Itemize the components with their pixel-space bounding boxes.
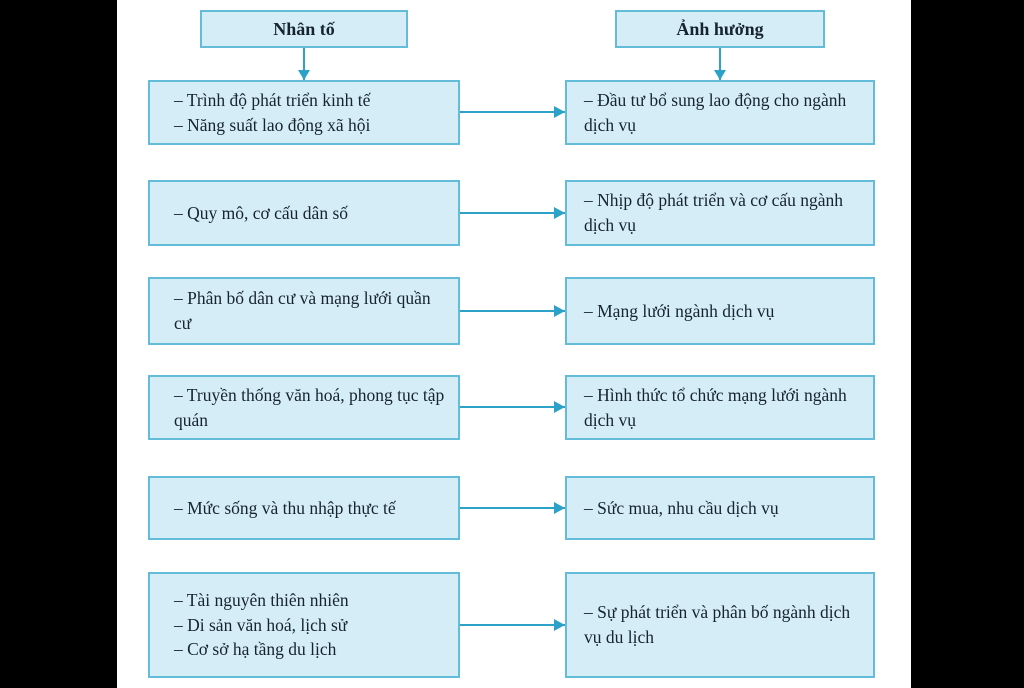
arrow-factor-to-effect-icon (460, 502, 565, 514)
arrowhead-right-icon (554, 305, 565, 317)
arrow-down-effect-icon (714, 48, 726, 80)
factor-text: – Mức sống và thu nhập thực tế (174, 497, 396, 518)
arrowhead-right-icon (554, 401, 565, 413)
arrowhead-down-icon (298, 70, 310, 80)
effect-text: – Đầu tư bổ sung lao động cho ngành dịch… (584, 89, 847, 135)
effect-box: – Hình thức tổ chức mạng lưới ngành dịch… (565, 375, 875, 440)
arrow-factor-to-effect-icon (460, 106, 565, 118)
arrow-down-factor-icon (298, 48, 310, 80)
factor-text: – Truyền thống văn hoá, phong tục tập qu… (174, 384, 445, 430)
header-effect-label: Ảnh hưởng (676, 18, 764, 39)
arrowhead-down-icon (714, 70, 726, 80)
effect-box: – Đầu tư bổ sung lao động cho ngành dịch… (565, 80, 875, 145)
header-box-effect: Ảnh hưởng (615, 10, 825, 48)
effect-text: – Nhịp độ phát triển và cơ cấu ngành dịc… (584, 190, 844, 235)
header-box-factor: Nhân tố (200, 10, 408, 48)
arrowhead-right-icon (554, 207, 565, 219)
effect-box: – Sức mua, nhu cầu dịch vụ (565, 476, 875, 540)
factor-text: – Trình độ phát triển kinh tế – Năng suấ… (174, 89, 371, 135)
factor-box: – Tài nguyên thiên nhiên – Di sản văn ho… (148, 572, 460, 678)
arrowhead-right-icon (554, 106, 565, 118)
arrow-factor-to-effect-icon (460, 305, 565, 317)
effect-text: – Sự phát triển và phân bố ngành dịch vụ… (584, 602, 851, 647)
factor-box: – Quy mô, cơ cấu dân số (148, 180, 460, 246)
effect-text: – Mạng lưới ngành dịch vụ (584, 300, 775, 321)
factor-text: – Tài nguyên thiên nhiên – Di sản văn ho… (174, 589, 349, 660)
effect-box: – Mạng lưới ngành dịch vụ (565, 277, 875, 345)
header-factor-label: Nhân tố (273, 18, 335, 39)
factor-text: – Quy mô, cơ cấu dân số (174, 202, 349, 223)
factor-box: – Phân bố dân cư và mạng lưới quần cư (148, 277, 460, 345)
factor-text: – Phân bố dân cư và mạng lưới quần cư (174, 288, 431, 333)
effect-box: – Nhịp độ phát triển và cơ cấu ngành dịc… (565, 180, 875, 246)
arrow-factor-to-effect-icon (460, 207, 565, 219)
diagram-canvas: Nhân tố Ảnh hưởng – Trình độ phát triển … (117, 0, 911, 688)
factor-box: – Trình độ phát triển kinh tế – Năng suấ… (148, 80, 460, 145)
effect-text: – Hình thức tổ chức mạng lưới ngành dịch… (584, 384, 847, 430)
factor-box: – Truyền thống văn hoá, phong tục tập qu… (148, 375, 460, 440)
effect-text: – Sức mua, nhu cầu dịch vụ (584, 497, 779, 518)
arrowhead-right-icon (554, 502, 565, 514)
arrow-factor-to-effect-icon (460, 619, 565, 631)
factor-box: – Mức sống và thu nhập thực tế (148, 476, 460, 540)
arrowhead-right-icon (554, 619, 565, 631)
arrow-factor-to-effect-icon (460, 401, 565, 413)
effect-box: – Sự phát triển và phân bố ngành dịch vụ… (565, 572, 875, 678)
